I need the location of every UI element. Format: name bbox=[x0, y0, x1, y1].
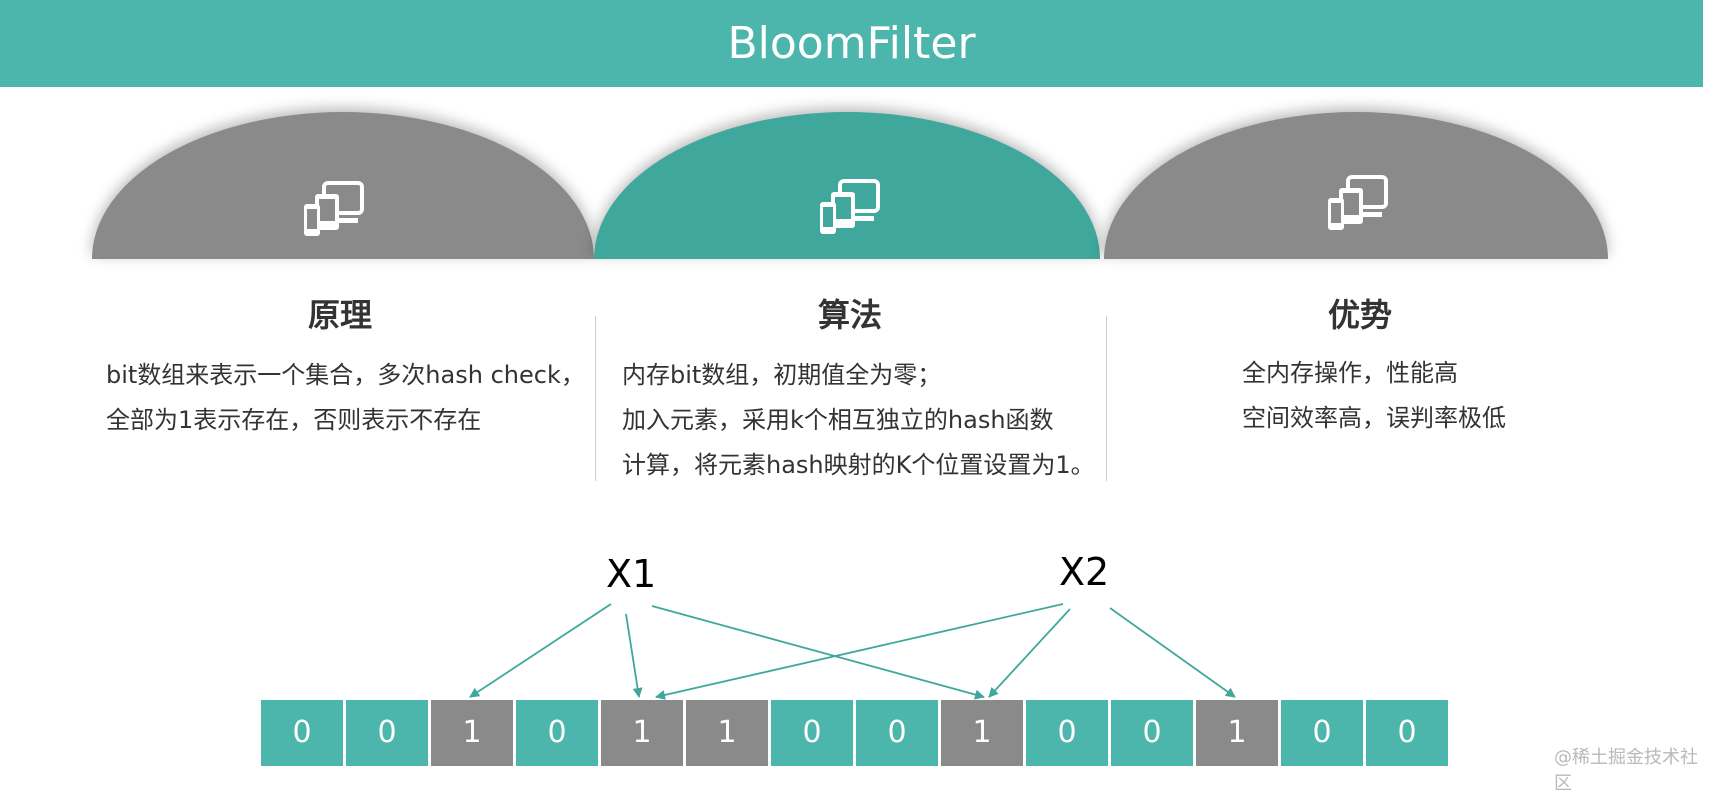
hash-arrow bbox=[1109, 607, 1236, 698]
algorithm-title: 算法 bbox=[817, 296, 882, 334]
bit-cell: 0 bbox=[261, 700, 343, 766]
hash-arrow bbox=[625, 613, 643, 698]
bit-cell: 0 bbox=[516, 700, 598, 766]
watermark: @稀土掘金技术社区 bbox=[1554, 747, 1698, 794]
text-line: 加入元素，采用k个相互独立的hash函数 bbox=[622, 406, 1054, 434]
bit-cell: 0 bbox=[1366, 700, 1448, 766]
column-divider bbox=[1106, 316, 1107, 481]
hash-arrows bbox=[469, 603, 1236, 700]
principle-text: bit数组来表示一个集合，多次hash check， 全部为1表示存在，否则表示… bbox=[106, 353, 585, 443]
text-line: 内存bit数组，初期值全为零； bbox=[622, 361, 942, 389]
bit-cell: 1 bbox=[431, 700, 513, 766]
text-line: 空间效率高，误判率极低 bbox=[1242, 404, 1506, 432]
element-x1-label: X1 bbox=[606, 552, 657, 596]
bit-cell: 0 bbox=[771, 700, 853, 766]
text-line: 全内存操作，性能高 bbox=[1242, 359, 1458, 387]
algorithm-text: 内存bit数组，初期值全为零； 加入元素，采用k个相互独立的hash函数 计算，… bbox=[622, 353, 1095, 488]
bit-cell: 1 bbox=[601, 700, 683, 766]
devices-icon bbox=[1328, 175, 1388, 230]
title-banner bbox=[0, 0, 1703, 87]
principle-title: 原理 bbox=[307, 296, 372, 334]
text-line: 全部为1表示存在，否则表示不存在 bbox=[106, 406, 482, 434]
element-x2-label: X2 bbox=[1059, 550, 1110, 594]
devices-icon bbox=[304, 181, 364, 236]
bit-cell: 0 bbox=[1026, 700, 1108, 766]
devices-icon bbox=[820, 179, 880, 234]
text-line: bit数组来表示一个集合，多次hash check， bbox=[106, 361, 585, 389]
hash-arrow bbox=[655, 603, 1064, 700]
bit-cell: 1 bbox=[1196, 700, 1278, 766]
text-line: 计算，将元素hash映射的K个位置设置为1。 bbox=[622, 451, 1095, 479]
advantage-title: 优势 bbox=[1327, 296, 1392, 334]
bit-cell: 0 bbox=[346, 700, 428, 766]
bit-cell: 0 bbox=[856, 700, 938, 766]
hash-arrow bbox=[988, 608, 1071, 698]
bit-cell: 0 bbox=[1111, 700, 1193, 766]
bit-cell: 1 bbox=[941, 700, 1023, 766]
hash-arrow bbox=[469, 603, 612, 698]
page-title: BloomFilter bbox=[727, 18, 976, 69]
bit-cell: 0 bbox=[1281, 700, 1363, 766]
hash-arrow bbox=[651, 605, 985, 700]
bit-cell: 1 bbox=[686, 700, 768, 766]
advantage-text: 全内存操作，性能高 空间效率高，误判率极低 bbox=[1242, 351, 1506, 441]
column-divider bbox=[595, 316, 596, 481]
